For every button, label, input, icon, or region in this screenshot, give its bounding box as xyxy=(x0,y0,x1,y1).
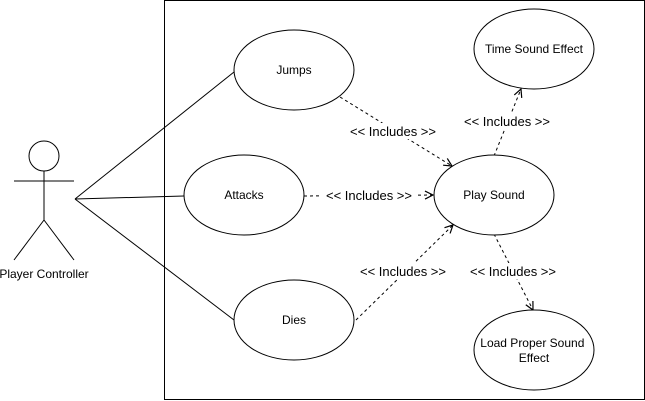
use-case-attacks-shape xyxy=(183,154,305,236)
actor-player-controller: Player Controller xyxy=(0,140,89,281)
actor-right-leg xyxy=(43,219,75,261)
label-include-jumps: << Includes >> xyxy=(350,124,436,139)
use-case-jumps-shape xyxy=(233,29,355,111)
include-jumps-play-sound xyxy=(339,96,452,166)
use-case-time-sound-effect[interactable]: Time Sound Effect xyxy=(473,8,595,90)
use-case-time-sound-effect-label: Time Sound Effect xyxy=(485,42,584,56)
use-case-play-sound-label: Play Sound xyxy=(463,188,524,202)
association-jumps xyxy=(74,71,235,200)
association-dies xyxy=(74,198,235,321)
use-case-play-sound-shape xyxy=(433,154,555,236)
use-case-attacks[interactable]: Attacks xyxy=(183,154,305,236)
label-include-dies: << Includes >> xyxy=(360,264,446,279)
use-case-play-sound[interactable]: Play Sound xyxy=(433,154,555,236)
label-bg-attacks xyxy=(321,187,417,203)
label-include-load: << Includes >> xyxy=(470,264,556,279)
use-case-dies-shape xyxy=(233,279,355,361)
actor-head xyxy=(28,140,60,172)
use-case-jumps-label: Jumps xyxy=(276,63,311,77)
use-case-load-proper-label-line1: Load Proper Sound xyxy=(480,336,584,350)
label-bg-dies xyxy=(355,263,451,279)
association-attacks xyxy=(74,195,185,200)
label-bg-load xyxy=(465,263,561,279)
use-case-load-proper-shape xyxy=(473,309,595,391)
label-include-time: << Includes >> xyxy=(464,114,550,129)
use-case-load-proper-label-line2: Effect xyxy=(519,351,550,365)
use-case-load-proper-label: Load Proper Sound Effect xyxy=(480,336,587,365)
use-case-attacks-label: Attacks xyxy=(224,188,263,202)
actor-left-leg xyxy=(13,219,45,261)
use-case-load-proper-sound-effect[interactable]: Load Proper Sound Effect xyxy=(473,309,595,391)
use-case-dies[interactable]: Dies xyxy=(233,279,355,361)
label-bg-jumps xyxy=(345,123,441,139)
use-case-dies-label: Dies xyxy=(282,313,306,327)
actor-label: Player Controller xyxy=(0,267,89,281)
label-bg-time xyxy=(459,113,555,129)
use-case-jumps[interactable]: Jumps xyxy=(233,29,355,111)
use-case-time-sound-effect-shape xyxy=(473,8,595,90)
label-include-attacks: << Includes >> xyxy=(326,188,412,203)
